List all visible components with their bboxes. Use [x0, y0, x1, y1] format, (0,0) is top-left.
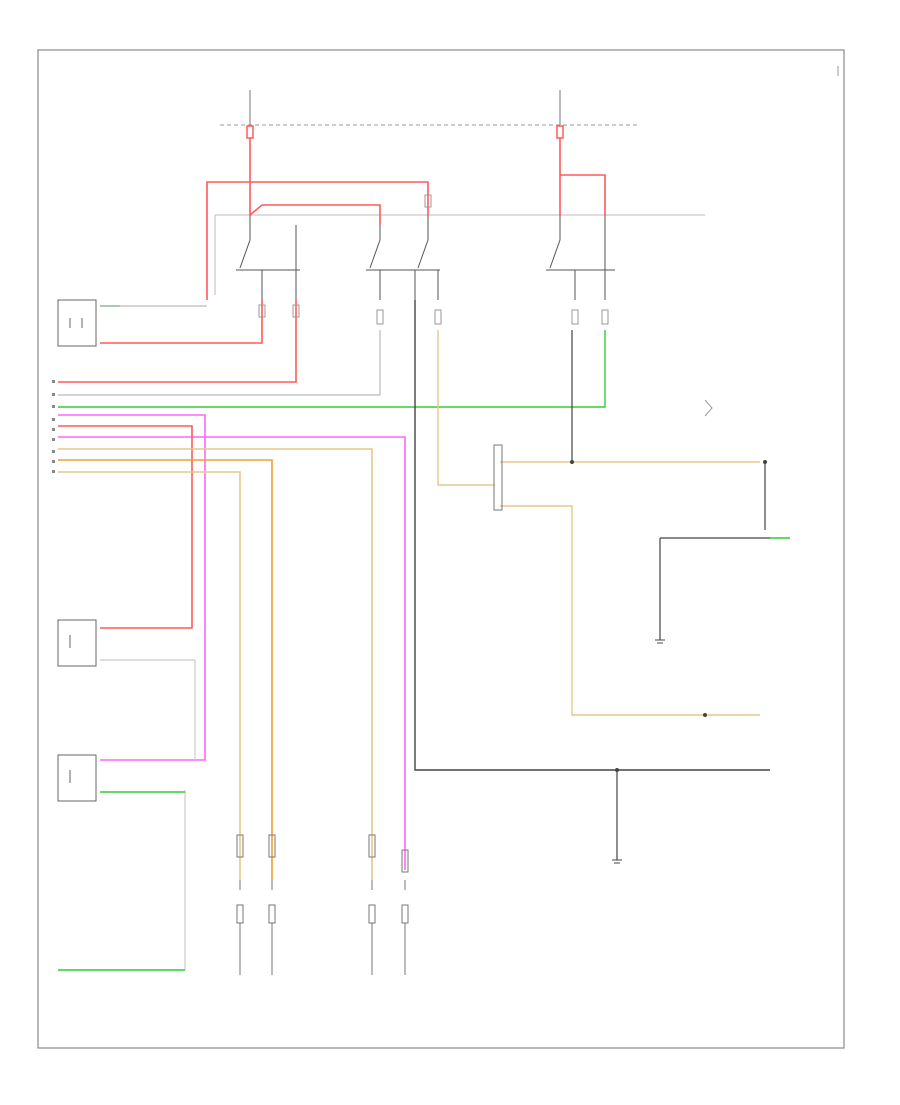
junction-block	[493, 444, 503, 511]
orange-run	[58, 459, 273, 880]
tan-run-3	[437, 330, 760, 716]
fog-lamp-switch-component	[57, 619, 97, 667]
ground-symbol-bottom	[612, 859, 622, 864]
black-ground-trunk	[414, 300, 770, 771]
left-headlamp-component	[57, 299, 97, 347]
pink-loop-inner	[58, 414, 206, 761]
ground-symbol-right	[655, 639, 665, 644]
bottom-connectors	[236, 834, 409, 975]
green-long-run	[58, 330, 606, 408]
black-right-ground	[571, 330, 770, 860]
relay-center	[366, 215, 440, 300]
tan-run-1	[58, 471, 241, 880]
rear-fog-lamp-component	[57, 754, 97, 802]
splice-points	[570, 460, 767, 772]
fuse-right	[556, 90, 564, 139]
diagram-frame	[37, 49, 845, 1049]
pink-loop-outer	[58, 436, 406, 870]
fuse-left	[246, 90, 254, 139]
relay-left	[236, 215, 300, 300]
red-lamp-branch	[58, 300, 297, 383]
gray-run	[58, 305, 381, 396]
red-lower-lamp	[58, 425, 193, 629]
left-connector-stack	[52, 380, 55, 473]
red-right-feed	[559, 138, 606, 215]
connector-arrow-marker	[704, 399, 713, 417]
connector-marks-upper	[258, 194, 609, 325]
tan-run-2	[58, 448, 373, 880]
gray-lamp-ground	[100, 659, 196, 970]
relay-right	[546, 215, 615, 300]
red-main-loop	[206, 138, 429, 300]
